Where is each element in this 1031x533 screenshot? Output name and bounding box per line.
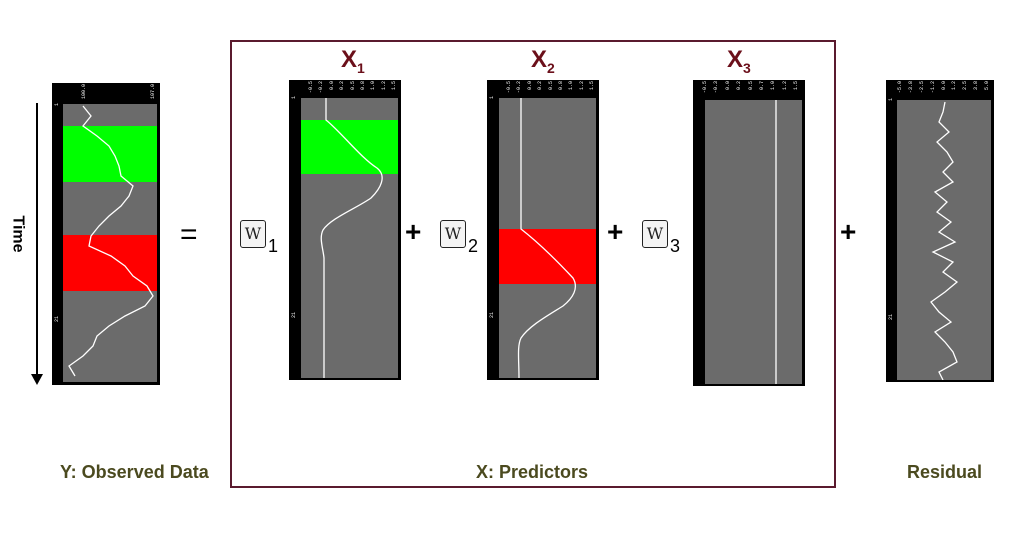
time-label: Time — [9, 215, 27, 253]
x1-plot-area — [301, 98, 398, 378]
tick-label: -0.5 — [308, 81, 314, 94]
tick-label: 1.0 — [568, 81, 575, 91]
tick-label: 3.8 — [973, 81, 980, 91]
predictors-caption: X: Predictors — [476, 462, 589, 482]
x3-plot-area — [705, 100, 802, 384]
tick-label: 1.5 — [793, 81, 799, 91]
residual-caption: Residual — [907, 462, 983, 482]
tick-label: 5.0 — [984, 81, 990, 91]
time-tick-label: 1 — [54, 103, 60, 107]
plus-sign: + — [840, 216, 857, 247]
weight-2-subscript: 2 — [468, 236, 479, 256]
predictor-title-x3: X3 — [727, 46, 751, 76]
tick-label: 1.2 — [578, 81, 585, 91]
tick-label: 1.2 — [951, 81, 958, 91]
tick-label: -1.2 — [929, 81, 936, 94]
x3-constant-line — [775, 100, 777, 384]
tick-label: 1.2 — [380, 81, 387, 91]
tick-label: 0.2 — [537, 81, 544, 91]
tick-label: 1.0 — [770, 81, 777, 91]
predictor-x2-panel: -0.5 -0.2 0.0 0.2 0.5 0.8 1.0 1.2 1.5 1 … — [487, 80, 599, 380]
tick-label: -5.0 — [897, 81, 903, 94]
time-tick-label: 1 — [489, 96, 495, 100]
weight-1-subscript: 1 — [268, 236, 279, 256]
weight-3-icon: W — [642, 220, 668, 248]
passive-block — [499, 229, 596, 284]
tick-label: 0.2 — [736, 81, 743, 91]
tick-label: -0.2 — [318, 81, 325, 94]
time-tick-label: 21 — [54, 316, 60, 323]
observed-data-panel: 100.0 107.0 1 21 — [52, 83, 160, 385]
observed-plot-area — [63, 104, 157, 382]
tick-label: 100.0 — [81, 84, 87, 100]
x3-axis-ticks: -0.5 -0.3 0.0 0.2 0.5 0.7 1.0 1.2 1.5 — [702, 81, 799, 99]
predictor-title-x2: X2 — [531, 46, 555, 76]
residual-noise-line — [930, 101, 959, 380]
x2-regressor-line — [517, 98, 577, 378]
weight-2-icon: W — [440, 220, 466, 248]
observed-axis-ticks: 100.0 107.0 — [81, 84, 156, 102]
tick-label: 0.0 — [526, 81, 533, 91]
x1-regressor-line — [320, 98, 383, 378]
active-block — [63, 126, 157, 182]
residual-plot-area — [897, 100, 991, 380]
time-tick-label: 1 — [291, 96, 297, 100]
x1-axis-ticks: -0.5 -0.2 0.0 0.2 0.5 0.8 1.0 1.2 1.5 — [308, 81, 397, 99]
tick-label: -0.5 — [702, 81, 708, 94]
tick-label: 107.0 — [150, 84, 156, 100]
active-block — [301, 120, 398, 174]
tick-label: 0.7 — [758, 81, 765, 91]
plus-sign: + — [405, 216, 422, 247]
tick-label: 0.5 — [349, 81, 356, 91]
tick-label: 0.8 — [359, 81, 366, 91]
tick-label: -0.3 — [713, 81, 720, 94]
x2-axis-ticks: -0.5 -0.2 0.0 0.2 0.5 0.8 1.0 1.2 1.5 — [506, 81, 595, 99]
equals-sign: = — [180, 218, 198, 251]
tick-label: 0.0 — [724, 81, 731, 91]
tick-label: 1.0 — [370, 81, 377, 91]
tick-label: 2.5 — [962, 81, 969, 91]
tick-label: 1.2 — [781, 81, 788, 91]
tick-label: 0.0 — [328, 81, 335, 91]
x2-plot-area — [499, 98, 596, 378]
tick-label: 0.5 — [547, 81, 554, 91]
weight-3-subscript: 3 — [670, 236, 681, 256]
tick-label: -2.5 — [918, 81, 925, 94]
time-tick-label: 21 — [489, 312, 495, 319]
predictors-frame — [230, 40, 836, 488]
predictor-x1-panel: -0.5 -0.2 0.0 0.2 0.5 0.8 1.0 1.2 1.5 1 … — [289, 80, 401, 380]
predictor-x3-panel: -0.5 -0.3 0.0 0.2 0.5 0.7 1.0 1.2 1.5 — [693, 80, 805, 386]
weight-1-icon: W — [240, 220, 266, 248]
tick-label: -0.2 — [516, 81, 523, 94]
plus-sign: + — [607, 216, 624, 247]
residual-axis-ticks: -5.0 -3.8 -2.5 -1.2 0.0 1.2 2.5 3.8 5.0 — [897, 81, 990, 99]
tick-label: 0.8 — [557, 81, 564, 91]
time-axis — [36, 103, 38, 376]
predictor-title-x1: X1 — [341, 46, 365, 76]
time-axis-arrowhead — [31, 374, 43, 385]
tick-label: 0.5 — [747, 81, 754, 91]
tick-label: 0.0 — [940, 81, 947, 91]
tick-label: 1.5 — [391, 81, 397, 91]
tick-label: 0.2 — [339, 81, 346, 91]
residual-panel: -5.0 -3.8 -2.5 -1.2 0.0 1.2 2.5 3.8 5.0 … — [886, 80, 994, 382]
tick-label: 1.5 — [589, 81, 595, 91]
tick-label: -0.5 — [506, 81, 512, 94]
observed-data-caption: Y: Observed Data — [60, 462, 209, 482]
observed-signal-line — [68, 105, 154, 377]
time-tick-label: 1 — [888, 98, 894, 102]
time-tick-label: 21 — [888, 314, 894, 321]
tick-label: -3.8 — [907, 81, 914, 94]
time-tick-label: 21 — [291, 312, 297, 319]
